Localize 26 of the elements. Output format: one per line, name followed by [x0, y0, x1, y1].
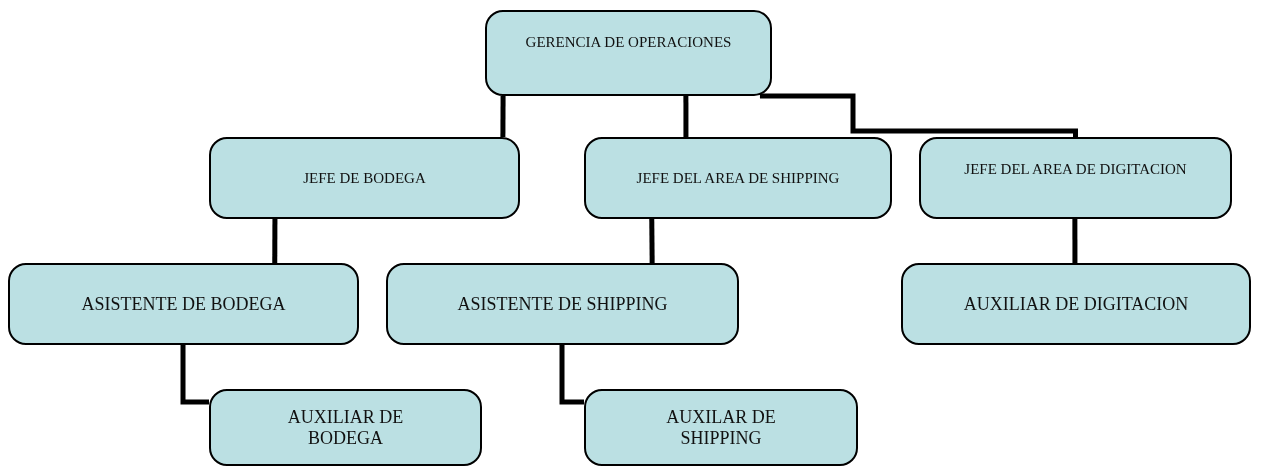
- position-box: [919, 137, 1232, 219]
- position-title: JEFE DE BODEGA: [303, 169, 426, 187]
- position-box: [209, 137, 520, 219]
- position-title: JEFE DEL AREA DE SHIPPING: [636, 169, 840, 187]
- position-title: AUXILIAR DE DIGITACION: [963, 293, 1189, 315]
- position-title: AUXILIAR DE BODEGA: [286, 406, 405, 449]
- position-box: [584, 137, 892, 219]
- position-title: GERENCIA DE OPERACIONES: [525, 34, 732, 51]
- position-box: [901, 263, 1251, 345]
- position-title: AUXILAR DE SHIPPING: [665, 406, 777, 449]
- position-box: [209, 389, 482, 466]
- connector-line: [559, 345, 584, 405]
- connector-line: [759, 93, 1078, 137]
- connector-line: [500, 96, 506, 137]
- position-box: [386, 263, 739, 345]
- position-title: ASISTENTE DE BODEGA: [81, 293, 286, 315]
- position-box: [584, 389, 858, 466]
- connector-line: [1072, 219, 1078, 263]
- connector-line: [683, 96, 689, 137]
- position-box: [8, 263, 359, 345]
- position-title: ASISTENTE DE SHIPPING: [457, 293, 668, 315]
- connector-line: [180, 345, 209, 405]
- connector-line: [649, 218, 655, 263]
- connector-line: [272, 219, 278, 263]
- position-box: [485, 10, 772, 96]
- position-title: JEFE DEL AREA DE DIGITACION: [964, 161, 1187, 178]
